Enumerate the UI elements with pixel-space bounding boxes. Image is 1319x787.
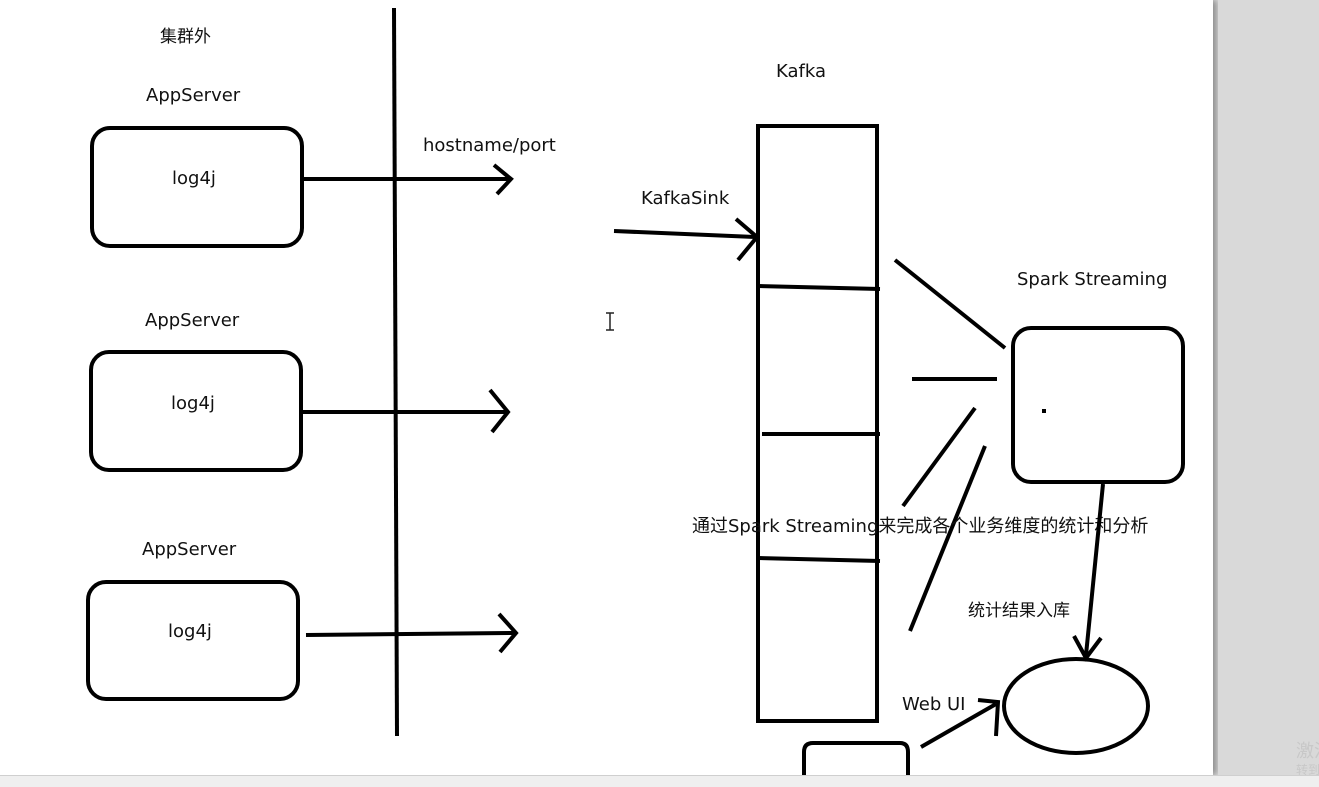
watermark-line-1: 激活 [1296,741,1319,762]
webui-db-arrow-line [920,702,997,749]
server-1-inner-label: log4j [172,168,216,189]
kafkasink-arrow-line [613,229,756,239]
kafkasink-label: KafkaSink [641,188,730,209]
kafka-title: Kafka [776,61,826,82]
server-3-arrow-line [305,631,515,637]
bottom-strip [0,775,1319,787]
web-ui-box [802,741,910,775]
diagram-svg: 集群外 AppServer log4j AppServer log4j AppS… [86,7,1185,775]
server-1-arrow-head [492,163,514,196]
watermark-svg: 激活 转到 [1296,741,1319,775]
server-3-arrow-head [497,612,519,654]
server-1-box [90,126,304,248]
kafka-spark-link-4 [908,445,987,632]
analysis-description: 通过Spark Streaming来完成各个业务维度的统计和分析 [692,516,1148,537]
hostname-port-label: hostname/port [423,135,556,156]
storage-label: 统计结果入库 [968,601,1070,621]
drawing-canvas: 集群外 AppServer log4j AppServer log4j AppS… [0,0,1213,775]
spark-streaming-dot [1042,409,1046,413]
spark-streaming-box [1011,326,1185,484]
text-cursor-icon [606,312,614,331]
spark-db-arrow-line [1084,483,1105,656]
outside-cluster-label: 集群外 [160,27,211,47]
server-2-arrow-head [488,388,511,434]
server-3-box [86,580,300,701]
result-database [1002,657,1150,755]
kafka-spark-link-3 [901,406,977,508]
cluster-boundary-line [392,7,399,737]
web-ui-label: Web UI [902,694,965,715]
kafka-partition-divider-1 [757,284,881,291]
kafka-partition-divider-3 [757,556,881,563]
server-1-title: AppServer [146,85,241,106]
kafkasink-arrow-head [734,217,760,262]
server-3-inner-label: log4j [168,621,212,642]
webui-db-arrow-head [977,698,1001,737]
server-3-title: AppServer [142,539,237,560]
watermark-line-2: 转到 [1296,762,1319,775]
kafka-box [756,124,879,723]
side-panel: 激活 转到 [1218,0,1319,775]
kafka-spark-link-1 [893,258,1007,350]
spark-streaming-title: Spark Streaming [1017,269,1167,290]
server-2-title: AppServer [145,310,240,331]
server-2-inner-label: log4j [171,393,215,414]
